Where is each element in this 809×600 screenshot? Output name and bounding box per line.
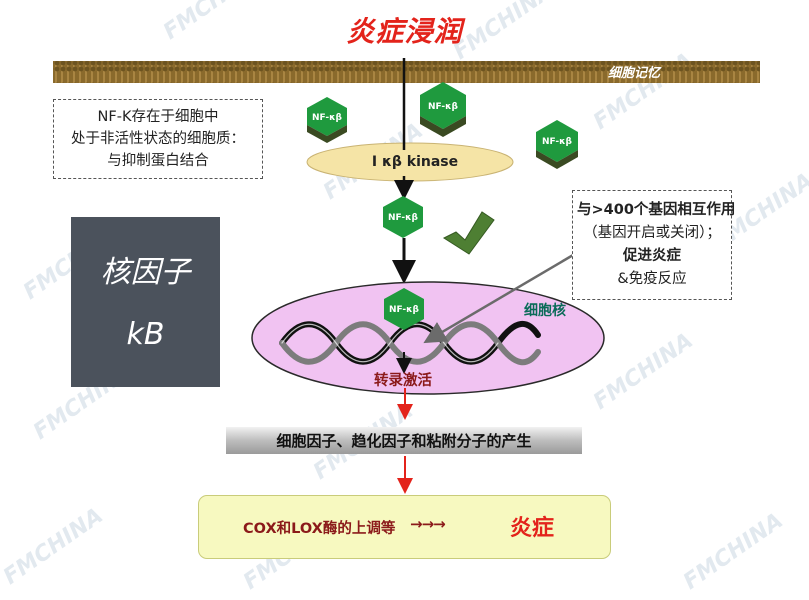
svg-text:FMCHINA: FMCHINA bbox=[589, 328, 698, 415]
svg-text:FMCHINA: FMCHINA bbox=[679, 508, 788, 595]
note-right-line2: （基因开启或关闭）； bbox=[577, 222, 727, 245]
nfkb-hex-label: NF-κβ bbox=[388, 213, 419, 223]
nfkb-title-line2: kB bbox=[71, 317, 220, 352]
kinase-label: I κβ kinase bbox=[360, 154, 470, 170]
svg-text:FMCHINA: FMCHINA bbox=[0, 503, 108, 590]
note-right-line4: &免疫反应 bbox=[577, 268, 727, 291]
result-text: COX和LOX酶的上调等 bbox=[243, 517, 395, 538]
inflammation-label: 炎症 bbox=[510, 510, 554, 542]
note-right: 与>400个基因相互作用 （基因开启或关闭）； 促进炎症 &免疫反应 bbox=[572, 190, 732, 300]
page-title: 炎症浸润 bbox=[0, 10, 809, 50]
nucleus-label: 细胞核 bbox=[524, 300, 566, 320]
nfkb-hexagon-4: NF-κβ bbox=[383, 196, 423, 238]
note-left-line: 处于非活性状态的细胞质： bbox=[62, 128, 254, 150]
activation-label: 转录激活 bbox=[348, 369, 458, 390]
membrane-label: 细胞记忆 bbox=[608, 62, 660, 81]
note-right-line1: 与>400个基因相互作用 bbox=[577, 199, 727, 222]
note-left-line: 与抑制蛋白结合 bbox=[62, 150, 254, 172]
nfkb-hex-label: NF-κβ bbox=[312, 113, 343, 123]
inhibitor-protein bbox=[444, 212, 494, 254]
nfkb-hexagon-3: NF-κβ bbox=[536, 120, 578, 169]
nfkb-hex-label: NF-κβ bbox=[428, 102, 459, 112]
note-right-line3: 促进炎症 bbox=[577, 245, 727, 268]
result-arrows: →→→ bbox=[410, 515, 445, 533]
nfkb-hex-label: NF-κβ bbox=[542, 137, 573, 147]
note-left: NF-K存在于细胞中 处于非活性状态的细胞质： 与抑制蛋白结合 bbox=[53, 99, 263, 179]
note-left-line: NF-K存在于细胞中 bbox=[62, 106, 254, 128]
nfkb-title-line1: 核因子 bbox=[71, 247, 220, 291]
nfkb-hexagon-1: NF-κβ bbox=[307, 97, 347, 143]
nfkb-title-box: 核因子 kB bbox=[71, 217, 220, 387]
nfkb-hex-label: NF-κβ bbox=[389, 305, 420, 315]
product-label: 细胞因子、趋化因子和粘附分子的产生 bbox=[226, 428, 582, 454]
nfkb-hexagon-2: NF-κβ bbox=[420, 82, 466, 137]
